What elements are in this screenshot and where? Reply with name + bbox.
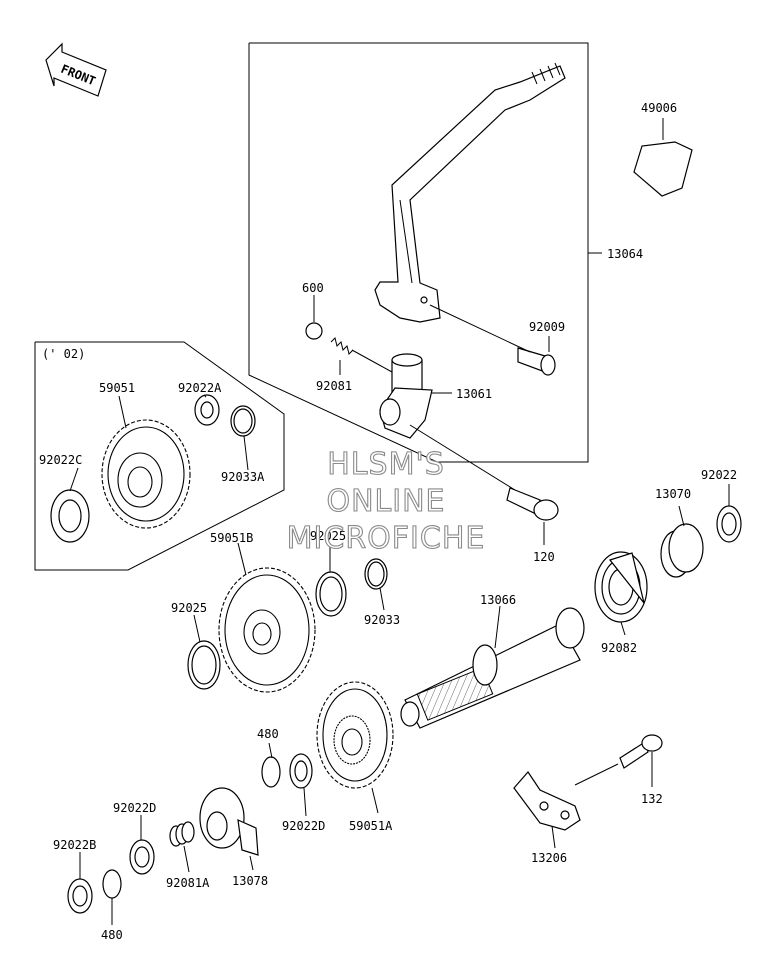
leader-lines: [69, 118, 730, 925]
label-92022D-left: 92022D: [113, 801, 156, 815]
label-59051B: 59051B: [210, 531, 253, 545]
clamp-bolt: [409, 424, 559, 521]
watermark-line-2: ONLINE: [326, 484, 445, 519]
kick-shaft: [400, 607, 585, 729]
label-132: 132: [641, 792, 663, 806]
label-59051A: 59051A: [349, 819, 393, 833]
label-92081: 92081: [316, 379, 352, 393]
kick-pedal-lever: [374, 62, 566, 323]
front-arrow-icon: FRONT: [45, 42, 107, 97]
label-92081A: 92081A: [166, 876, 210, 890]
label-92022D-mid: 92022D: [282, 819, 325, 833]
label-92022A: 92022A: [178, 381, 222, 395]
label-13061: 13061: [456, 387, 492, 401]
label-600: 600: [302, 281, 324, 295]
kick-pedal-group-box: [248, 42, 589, 463]
kick-pedal-boss: [379, 353, 452, 439]
watermark-line-1: HLSM'S: [327, 447, 445, 482]
label-92009: 92009: [529, 320, 565, 334]
label-13206: 13206: [531, 851, 567, 865]
ratchet: [199, 787, 259, 856]
detent-spring: [330, 337, 393, 373]
guide-plate-13206: [513, 771, 581, 831]
label-13078: 13078: [232, 874, 268, 888]
label-92022: 92022: [701, 468, 737, 482]
pedal-rubber: [633, 141, 693, 197]
bolt-132: [574, 734, 663, 786]
watermark-line-3: MICROFICHE: [287, 521, 486, 556]
label-92025-top: 92025: [310, 529, 346, 543]
label-92082: 92082: [601, 641, 637, 655]
circlip-480-bottom: [102, 869, 122, 899]
ratchet-spring-92081A: [169, 821, 195, 847]
spring-guide: [660, 523, 704, 578]
label-13070: 13070: [655, 487, 691, 501]
kick-return-spring: [594, 551, 648, 623]
label-92033A: 92033A: [221, 470, 265, 484]
label-49006: 49006: [641, 101, 677, 115]
label-13066: 13066: [480, 593, 516, 607]
gear-59051A: [316, 681, 394, 789]
label-120: 120: [533, 550, 555, 564]
pivot-bolt: [429, 304, 556, 376]
variant-box: [34, 341, 285, 571]
label-92022C: 92022C: [39, 453, 82, 467]
label-92033: 92033: [364, 613, 400, 627]
steel-ball: [305, 322, 323, 340]
label-92022B: 92022B: [53, 838, 96, 852]
circlip-480-top: [261, 756, 281, 788]
label-59051: 59051: [99, 381, 135, 395]
label-92025-left: 92025: [171, 601, 207, 615]
gear-59051B: [218, 567, 316, 693]
label-480-top: 480: [257, 727, 279, 741]
gear-59051: [101, 419, 191, 529]
label-13064: 13064: [607, 247, 643, 261]
label-480-bottom: 480: [101, 928, 123, 942]
variant-box-label: (' 02): [42, 347, 85, 361]
